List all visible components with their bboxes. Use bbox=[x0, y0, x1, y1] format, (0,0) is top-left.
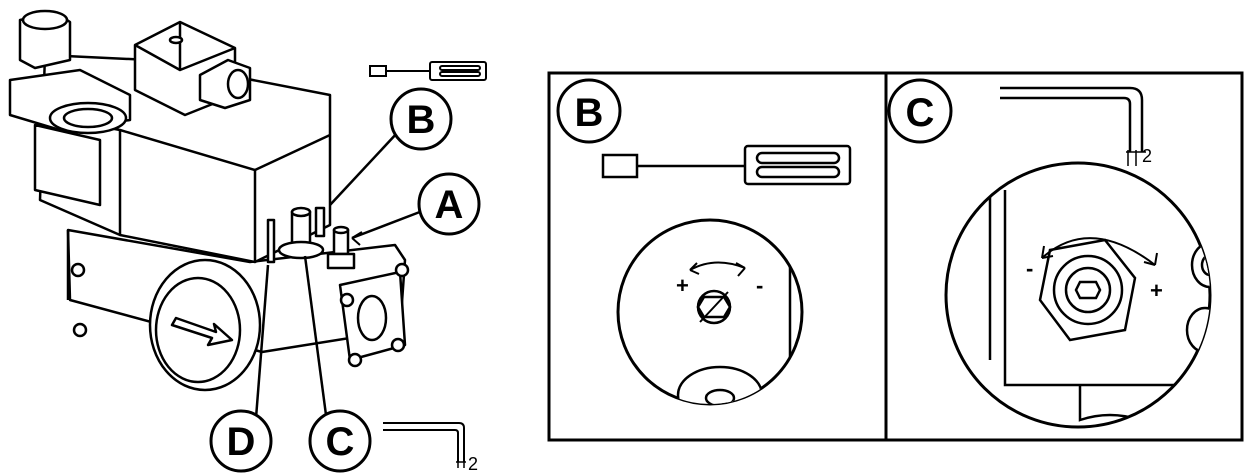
gas-valve-illustration bbox=[8, 9, 410, 392]
panel-b-title: B bbox=[575, 91, 604, 135]
callout-a: A bbox=[417, 172, 481, 236]
callout-c-label: C bbox=[326, 420, 355, 464]
callout-leaders bbox=[254, 131, 426, 419]
panel-c-title: C bbox=[906, 91, 935, 135]
callout-d-label: D bbox=[227, 420, 256, 464]
callout-d: D bbox=[209, 409, 273, 473]
callout-c: C bbox=[308, 409, 372, 473]
screwdriver-icon bbox=[601, 144, 852, 186]
panel-c-minus-sign: - bbox=[1026, 256, 1033, 281]
callout-b: B bbox=[389, 87, 453, 151]
callout-b-label: B bbox=[407, 98, 436, 142]
allen-key-icon bbox=[1000, 86, 1146, 166]
detail-panel-c: C 2 - + bbox=[884, 71, 1244, 442]
detail-panel-b: B + - bbox=[547, 71, 888, 442]
callout-a-label: A bbox=[435, 183, 464, 227]
panel-c-key-size: 2 bbox=[1142, 146, 1152, 166]
panel-b-minus-sign: - bbox=[756, 273, 763, 298]
allen-key-size-label: 2 bbox=[468, 454, 478, 474]
panel-c-plus-sign: + bbox=[1150, 278, 1163, 303]
panel-b-plus-sign: + bbox=[676, 273, 689, 298]
screwdriver-icon bbox=[369, 61, 487, 81]
allen-key-icon bbox=[383, 422, 466, 468]
